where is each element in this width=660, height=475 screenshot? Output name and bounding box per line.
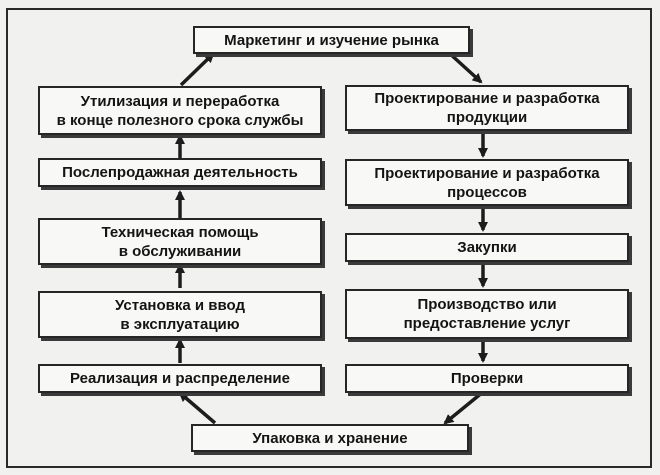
stage-process-design: Проектирование и разработка процессов — [345, 159, 629, 206]
stage-purchasing: Закупки — [345, 233, 629, 262]
arrow-inspection-to-packaging — [443, 390, 485, 425]
stage-inspection: Проверки — [345, 364, 629, 393]
stage-aftersales: Послепродажная деятельность — [38, 158, 322, 187]
arrow-packaging-to-sales — [178, 391, 217, 425]
arrow-disposal-to-marketing — [179, 52, 215, 87]
stage-installation: Установка и ввод в эксплуатацию — [38, 291, 322, 338]
stage-tech-support: Техническая помощь в обслуживании — [38, 218, 322, 265]
stage-marketing: Маркетинг и изучение рынка — [193, 26, 470, 54]
stage-product-design: Проектирование и разработка продукции — [345, 85, 629, 131]
diagram-frame — [6, 8, 652, 468]
stage-production: Производство или предоставление услуг — [345, 289, 629, 339]
stage-disposal: Утилизация и переработка в конце полезно… — [38, 86, 322, 135]
stage-sales: Реализация и распределение — [38, 364, 322, 393]
arrow-marketing-to-product-design — [446, 50, 483, 84]
stage-packaging: Упаковка и хранение — [191, 424, 469, 452]
